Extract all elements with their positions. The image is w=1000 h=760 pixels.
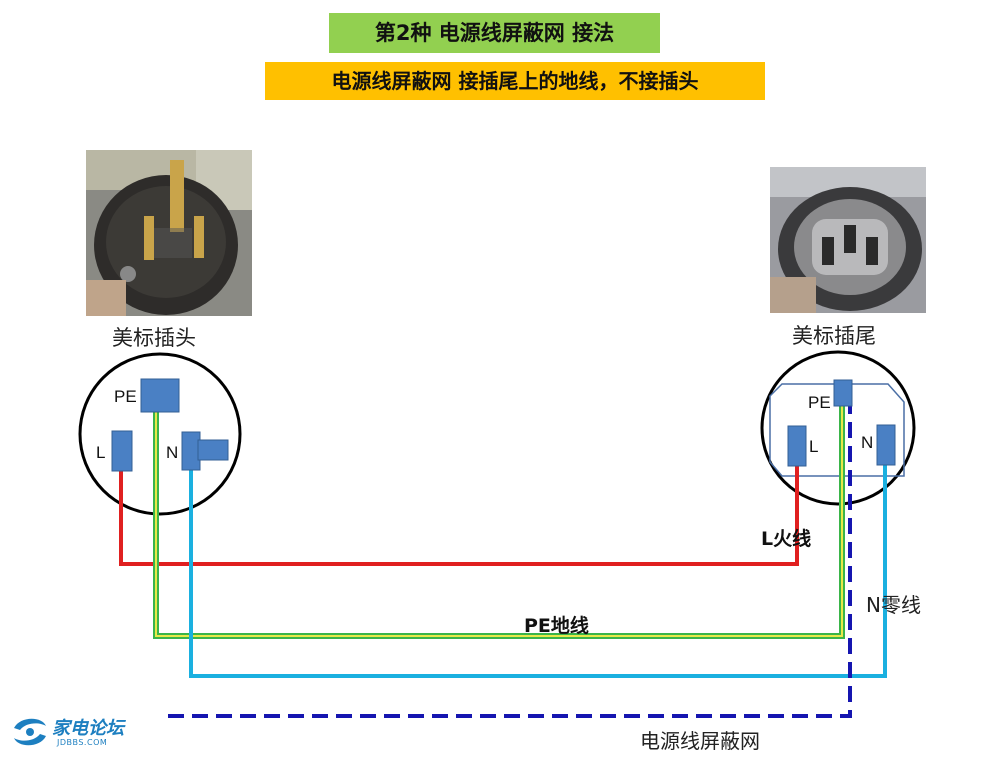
socket-n-pin xyxy=(876,424,896,466)
plug-n-label: N xyxy=(166,443,178,462)
plug-caption: 美标插头 xyxy=(112,326,196,350)
plug-l-label: L xyxy=(96,443,105,462)
live-wire xyxy=(119,456,799,566)
socket-pe-label: PE xyxy=(808,393,831,412)
logo-text-en: JDBBS.COM xyxy=(57,738,108,747)
live-wire-label: L火线 xyxy=(761,527,811,550)
plug-pe-label: PE xyxy=(114,387,137,406)
plug-l-pin xyxy=(111,430,133,472)
earth-wire-label: PE地线 xyxy=(524,614,589,637)
shield-wire-label: 电源线屏蔽网 xyxy=(640,729,760,753)
plug-photo xyxy=(86,150,252,316)
site-logo: 家电论坛 JDBBS.COM xyxy=(10,712,140,752)
shield-wire xyxy=(168,404,852,718)
socket-l-pin xyxy=(787,425,807,467)
neutral-wire xyxy=(189,458,887,678)
plug-n-pin-blade xyxy=(197,439,229,461)
plug-face-outline xyxy=(78,352,242,516)
earth-wire-green xyxy=(153,394,845,639)
socket-photo xyxy=(770,167,926,313)
earth-wire-yellow-stripe xyxy=(155,394,843,637)
socket-caption: 美标插尾 xyxy=(792,324,876,348)
title-banner: 第2种 电源线屏蔽网 接法 xyxy=(329,13,660,53)
plug-pe-pin xyxy=(140,378,180,413)
socket-l-label: L xyxy=(809,437,818,456)
neutral-wire-label: N零线 xyxy=(866,593,921,617)
socket-n-label: N xyxy=(861,433,873,452)
plug-n-pin xyxy=(181,431,201,471)
socket-pe-pin xyxy=(833,379,853,407)
logo-text-cn: 家电论坛 xyxy=(52,718,124,739)
logo-swirl-icon xyxy=(14,718,46,746)
subtitle-banner: 电源线屏蔽网 接插尾上的地线，不接插头 xyxy=(265,62,765,100)
